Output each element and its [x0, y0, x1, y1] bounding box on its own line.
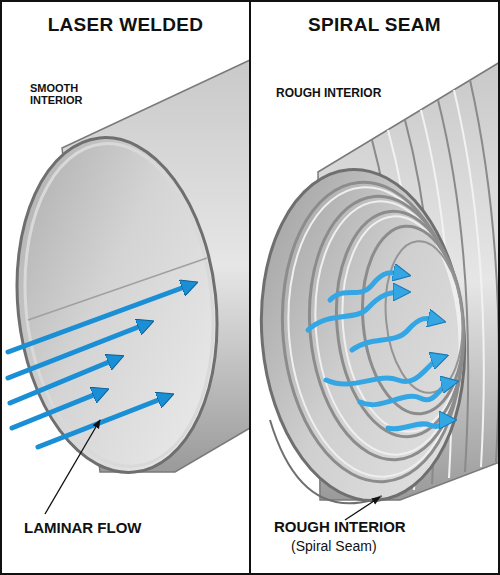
callout-label: (Spiral Seam)	[291, 539, 491, 554]
panel-heading: LASER WELDED	[2, 14, 249, 36]
flow-arrow	[360, 383, 450, 405]
callout-label: LAMINAR FLOW	[24, 520, 224, 537]
flow-arrow	[12, 392, 101, 428]
flow-arrow	[10, 359, 116, 403]
spiral-pipe	[248, 62, 500, 509]
pipe-rim	[10, 134, 229, 476]
turbulent-flow-arrows	[308, 273, 450, 429]
flow-arrow	[308, 292, 402, 330]
flow-arrow	[8, 324, 146, 378]
smooth-pipe	[1, 60, 250, 482]
flow-arrow	[388, 420, 448, 429]
inner-ribs	[270, 175, 473, 489]
rib	[270, 175, 473, 489]
rib-highlight	[305, 195, 471, 461]
flow-arrow	[330, 273, 402, 300]
leader-line	[45, 420, 100, 514]
callout-label: SMOOTH INTERIOR	[30, 82, 122, 106]
flow-arrow	[326, 358, 440, 384]
rib	[327, 206, 472, 442]
pipe-opening	[1, 128, 233, 483]
callout-label: ROUGH INTERIOR	[276, 87, 476, 100]
callout-label: ROUGH INTERIOR	[274, 519, 494, 536]
panel-heading: SPIRAL SEAM	[251, 14, 498, 36]
rib-highlight	[277, 180, 472, 484]
leader-line	[345, 497, 380, 520]
rib	[299, 190, 473, 466]
flow-arrow	[352, 318, 437, 350]
pipe-opening	[248, 161, 478, 509]
rib-highlight	[334, 211, 470, 436]
rib	[355, 222, 471, 418]
seam-edge	[270, 420, 382, 503]
flow-arrow	[38, 397, 166, 447]
